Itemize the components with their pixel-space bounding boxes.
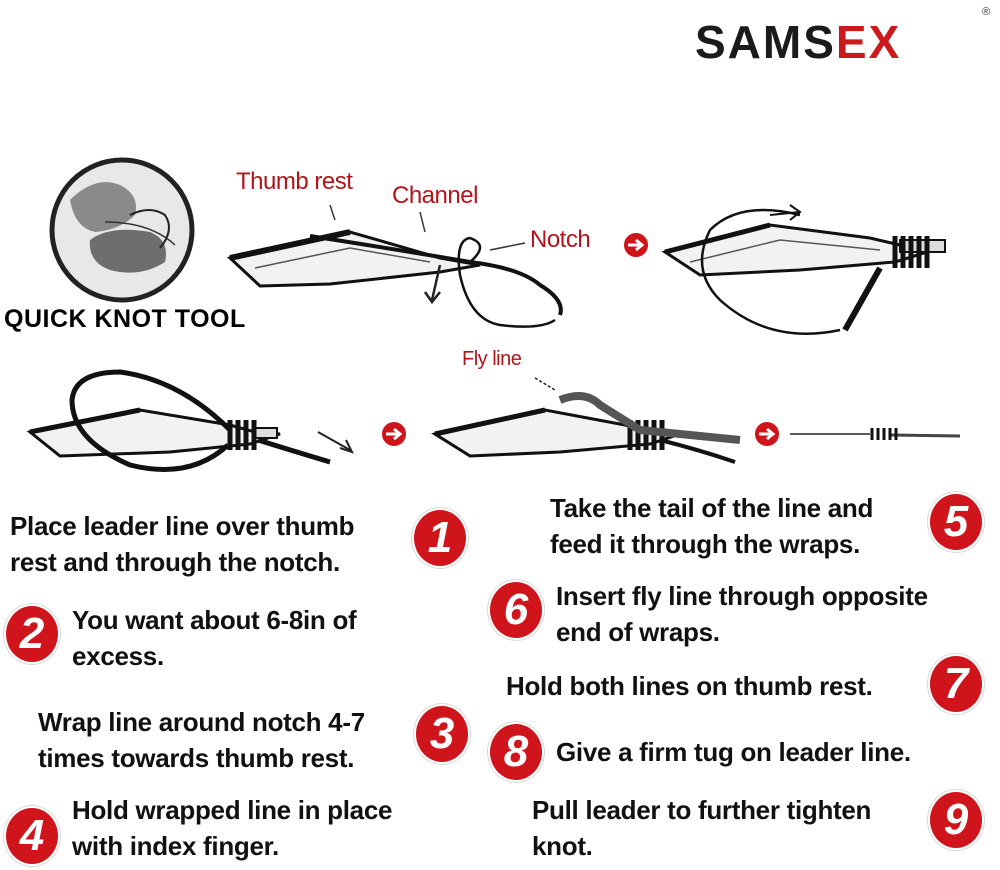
callout-fly-line: Fly line xyxy=(462,348,522,370)
step-2-badge: 2 xyxy=(6,606,58,662)
step-7-text: Hold both lines on thumb rest. xyxy=(506,671,873,701)
hand-photo xyxy=(49,157,195,303)
tool-step-4 xyxy=(431,377,741,464)
step-4-badge: 4 xyxy=(6,808,58,864)
arrow-right-icon xyxy=(622,231,650,259)
step-5-badge: 5 xyxy=(930,494,982,550)
callout-notch: Notch xyxy=(530,226,591,253)
quick-knot-tool-label: QUICK KNOT TOOL xyxy=(4,305,246,333)
registered-mark: ® xyxy=(982,6,991,18)
step-3-badge: 3 xyxy=(416,706,468,762)
brand-logo: SAMSEX xyxy=(695,12,985,72)
brand-name: SAMSEX xyxy=(695,16,902,68)
finished-knot xyxy=(790,428,961,440)
arrow-right-icon xyxy=(380,420,408,448)
step-1-badge: 1 xyxy=(414,510,466,566)
step-7-badge: 7 xyxy=(930,656,982,712)
callout-thumb-rest: Thumb rest xyxy=(236,168,353,195)
tool-step-3 xyxy=(26,369,354,472)
tool-step-1 xyxy=(226,204,563,328)
tool-step-2 xyxy=(661,204,946,335)
callout-channel: Channel xyxy=(392,182,478,209)
step-6-badge: 6 xyxy=(490,582,542,638)
step-9-badge: 9 xyxy=(930,792,982,848)
arrow-right-icon xyxy=(753,420,781,448)
step-8-text: Give a firm tug on leader line. xyxy=(556,737,911,767)
step-8-badge: 8 xyxy=(490,724,542,780)
